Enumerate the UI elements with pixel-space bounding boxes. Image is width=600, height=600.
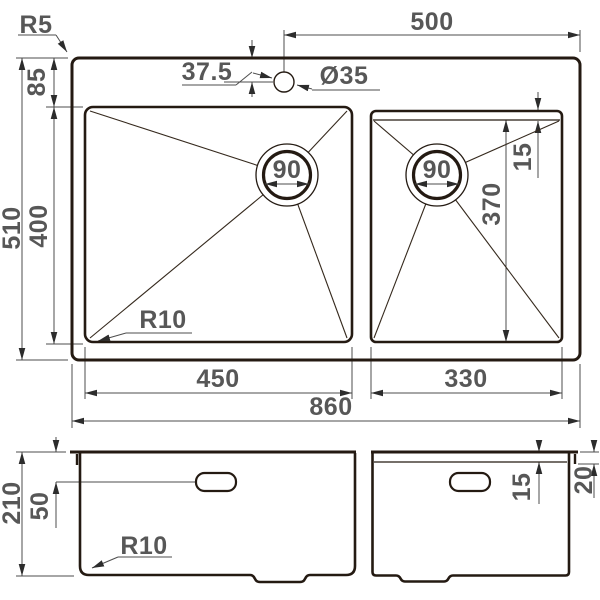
faucet-hole — [273, 71, 295, 93]
dia-arrow-right — [296, 84, 313, 92]
label-faucet-offset: 37.5 — [182, 58, 233, 86]
label-overall-width: 860 — [309, 393, 352, 421]
leader-r10-top — [97, 332, 127, 342]
rim-outline — [70, 56, 582, 362]
top-view: R5 500 37.5 Ø35 85 510 400 90 90 370 15 … — [0, 8, 582, 428]
left-bowl-outline — [83, 105, 354, 344]
front-view: 210 50 R10 15 20 — [0, 437, 599, 584]
left-overflow-hole — [194, 471, 238, 493]
label-right-bowl-depth: 370 — [478, 182, 506, 225]
front-right-bowl-outline — [371, 453, 571, 583]
label-overall-height: 210 — [0, 481, 26, 524]
label-right-bowl-step: 15 — [509, 143, 537, 172]
leader-37-5 — [235, 71, 253, 86]
label-overflow-offset: 50 — [26, 492, 54, 521]
label-left-bowl-width: 450 — [196, 365, 239, 393]
label-left-bowl-depth: 400 — [25, 204, 53, 247]
label-bowl-corner-radius: R10 — [139, 306, 186, 334]
label-right-bowl-width: 330 — [444, 365, 487, 393]
label-rim-lip-height: 20 — [570, 466, 598, 495]
front-left-bowl-outline — [78, 453, 357, 584]
label-faucet-to-right-edge: 500 — [410, 8, 453, 36]
top-view-dimension-lines — [16, 30, 581, 428]
label-right-drain-diameter: 90 — [423, 156, 452, 184]
label-bottom-corner-radius: R10 — [120, 532, 167, 560]
right-drain — [405, 143, 469, 207]
left-drain — [255, 143, 319, 207]
front-view-dimension-lines — [16, 437, 599, 577]
dia-arrow-left — [252, 71, 273, 79]
label-left-drain-diameter: 90 — [273, 156, 302, 184]
label-overall-depth: 510 — [0, 206, 26, 249]
leader-r5 — [55, 34, 68, 53]
right-overflow-hole — [448, 471, 492, 493]
label-rim-to-bowl: 85 — [23, 68, 51, 97]
right-bowl-outline — [369, 109, 564, 344]
label-corner-radius: R5 — [20, 11, 53, 39]
label-right-bowl-step-front: 15 — [508, 473, 536, 502]
leader-r10-front — [91, 556, 119, 569]
label-faucet-diameter: Ø35 — [320, 62, 369, 90]
